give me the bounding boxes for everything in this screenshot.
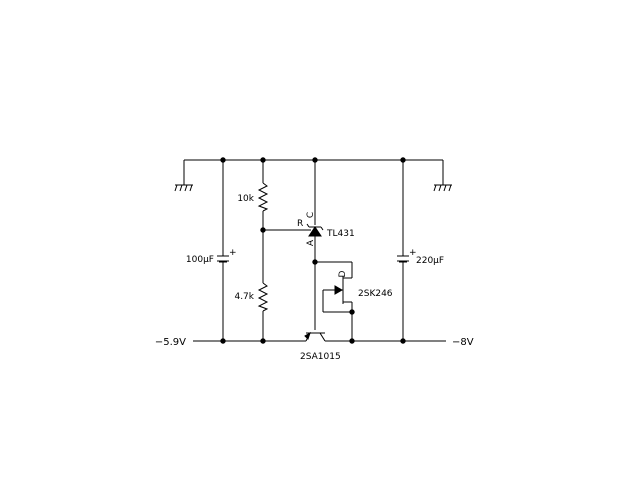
ground-symbol-right xyxy=(433,184,452,192)
capacitor-220uf: + xyxy=(397,160,417,341)
tl431-pin-c: C xyxy=(306,212,316,218)
ground-symbol-left xyxy=(174,184,193,192)
jfet-2sk246 xyxy=(314,261,353,341)
capacitor-100uf-label: 100µF xyxy=(186,255,214,265)
resistor-4k7 xyxy=(257,230,269,341)
resistor-10k xyxy=(257,160,269,230)
capacitor-220uf-label: 220µF xyxy=(416,256,444,266)
junction-dots xyxy=(220,157,406,344)
tl431-pin-r: R xyxy=(297,219,303,229)
tl431-shunt-regulator xyxy=(263,160,324,262)
capacitor-100uf: + xyxy=(217,160,237,341)
resistor-4k7-label: 4.7k xyxy=(234,292,254,302)
terminal-left-label: −5.9V xyxy=(155,337,186,348)
tl431-pin-a: A xyxy=(306,239,316,246)
terminal-right-label: −8V xyxy=(452,337,474,348)
jfet-label: 2SK246 xyxy=(358,289,393,299)
pnp-transistor-2sa1015 xyxy=(304,331,326,342)
tl431-label: TL431 xyxy=(326,229,355,239)
capacitor-220uf-polarity: + xyxy=(409,248,417,258)
jfet-pin-d: D xyxy=(338,270,348,277)
capacitor-100uf-polarity: + xyxy=(229,248,237,258)
resistor-10k-label: 10k xyxy=(237,194,254,204)
transistor-label: 2SA1015 xyxy=(300,352,341,362)
